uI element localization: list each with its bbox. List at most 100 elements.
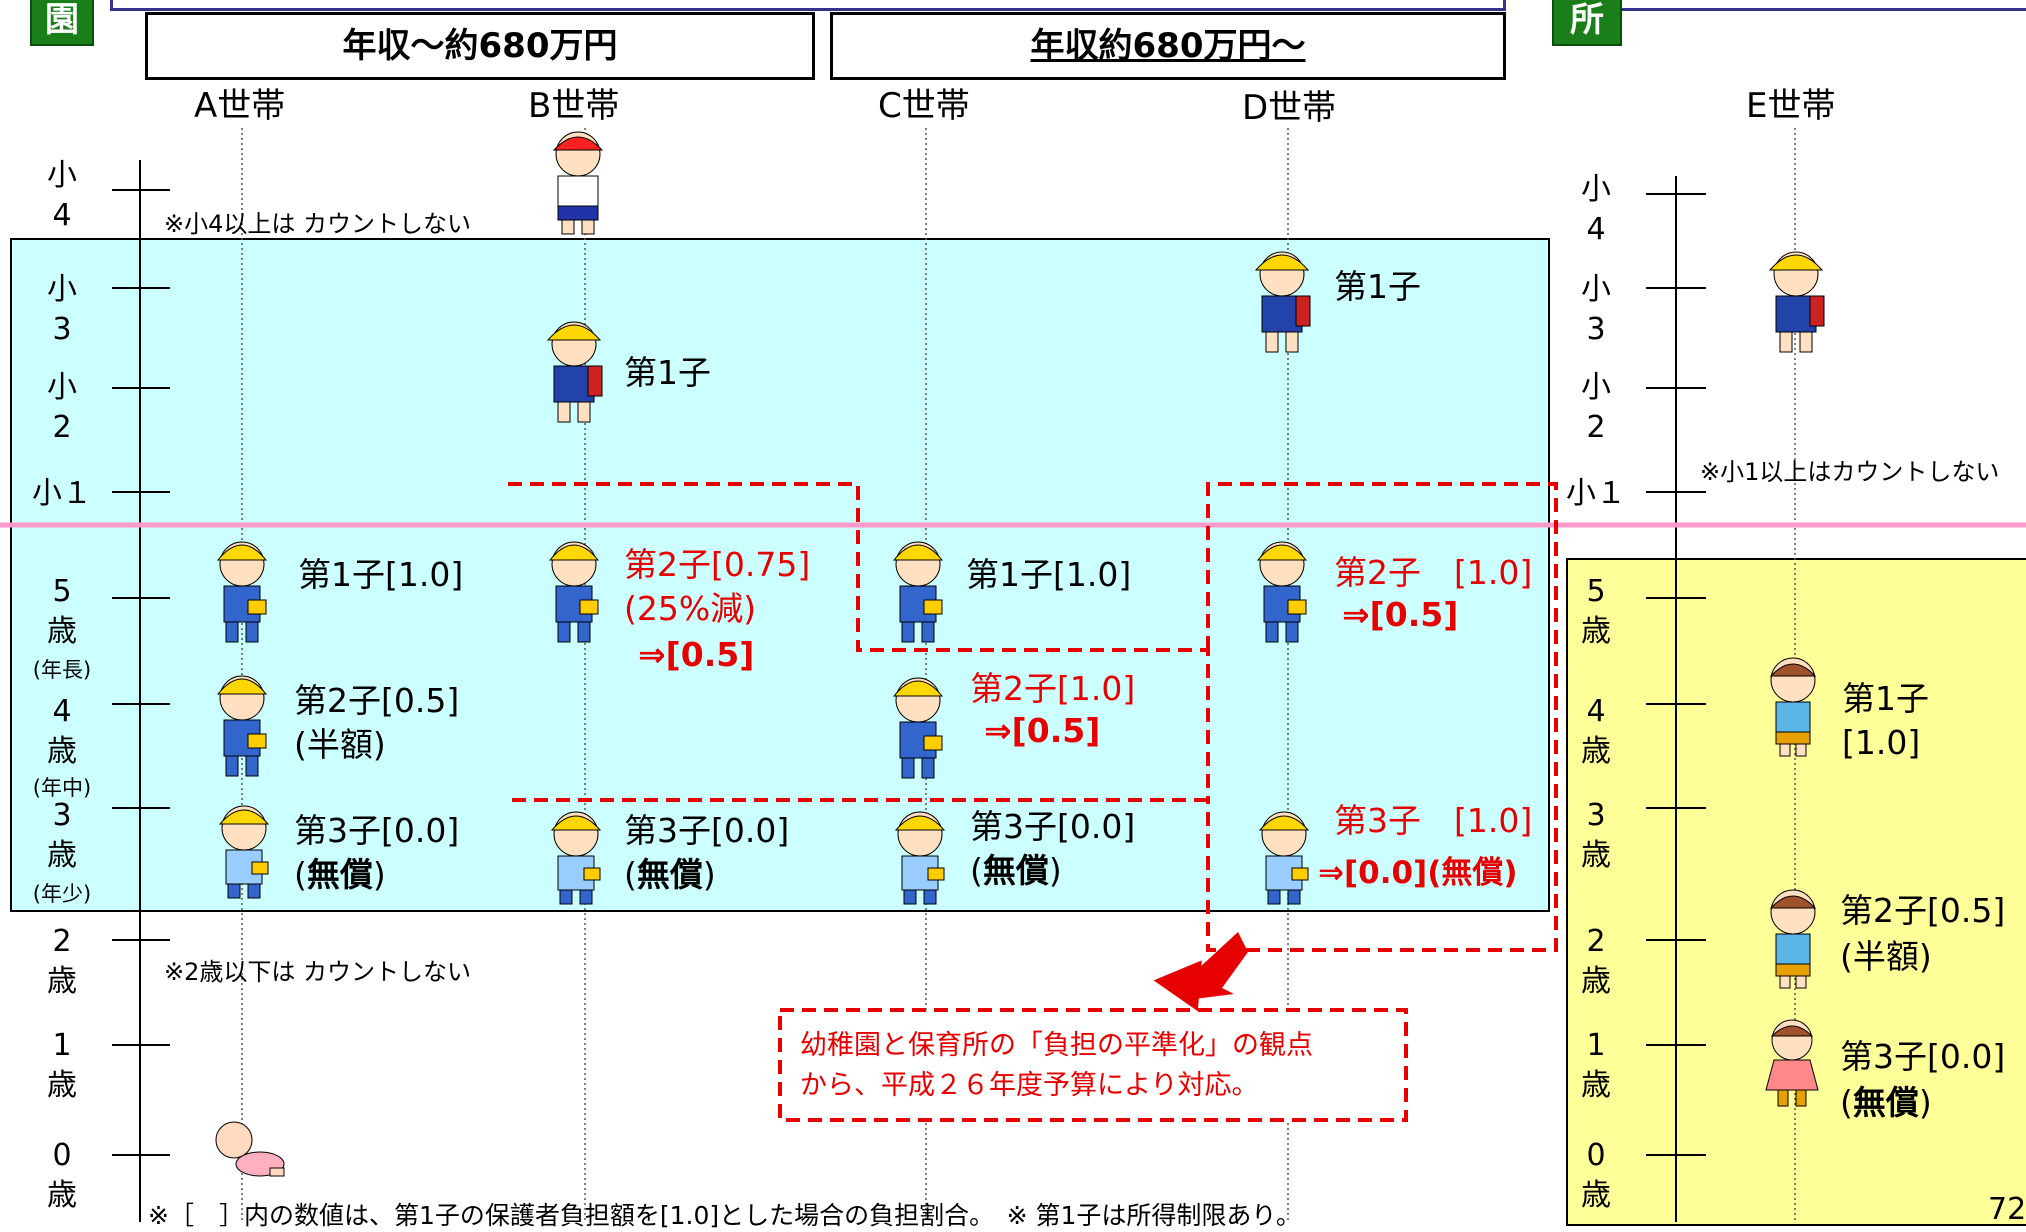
left-age4-line2: 歳 [47, 734, 77, 769]
right-sho4-line1: 小 [1581, 172, 1611, 207]
label-a2-line1: 第2子[0.5] [294, 681, 460, 720]
label-b2-line1: 第2子[0.75] [624, 545, 811, 584]
right-age1-line2: 歳 [1581, 1068, 1611, 1103]
kindergarten-header-frame [110, 0, 1506, 11]
label-a3-paren-close: ) [372, 855, 386, 894]
label-b3-line2: (無償) [624, 854, 716, 896]
kindergartner-icon-c3 [894, 811, 946, 905]
label-c3-paren-close: ) [1048, 851, 1062, 890]
left-age0-line2: 歳 [47, 1178, 77, 1213]
schoolchild-red-cap-icon [552, 131, 604, 235]
kindergarten-badge: 園 [30, 0, 94, 46]
right-age1-line1: 1 [1586, 1028, 1606, 1063]
red-dashed-region-left [508, 482, 1210, 802]
red-arrow [1186, 932, 1248, 1000]
left-age4-line1: 4 [52, 694, 72, 729]
right-age2-line2: 歳 [1581, 964, 1611, 999]
label-e1-line2: [1.0] [1842, 723, 1921, 762]
note-upper-limit: ※小4以上は カウントしない [164, 210, 472, 238]
label-b2-line3: ⇒[0.5] [638, 635, 755, 674]
label-c3-line1: 第3子[0.0] [970, 807, 1136, 846]
baby-icon [215, 1121, 285, 1177]
right-sho2-line2: 2 [1586, 410, 1606, 445]
left-age2-line2: 歳 [47, 964, 77, 999]
right-age5-line1: 5 [1586, 574, 1606, 609]
right-age4-line1: 4 [1586, 694, 1606, 729]
label-b3-line1: 第3子[0.0] [624, 811, 790, 850]
right-age2-line1: 2 [1586, 924, 1606, 959]
callout-box [778, 1008, 1408, 1122]
left-age1-line1: 1 [52, 1028, 72, 1063]
right-age3-line1: 3 [1586, 798, 1606, 833]
kindergartner-icon-c1 [892, 541, 944, 643]
left-age0-line1: 0 [52, 1138, 72, 1173]
household-e: E世帯 [1746, 86, 1836, 126]
left-sho3-line1: 小 [47, 272, 77, 307]
right-ticks [1646, 193, 1706, 1156]
kindergartner-icon-a1 [216, 541, 268, 643]
kindergartner-icon-c2 [892, 677, 944, 779]
note-lower-limit: ※2歳以下は カウントしない [164, 958, 472, 986]
label-c3-paren-open: ( [970, 851, 983, 890]
kindergartner-icon-a2 [216, 675, 268, 777]
kindergartner-icon-d2 [1256, 541, 1308, 643]
left-age5-line2: 歳 [47, 614, 77, 649]
label-c1: 第1子[1.0] [966, 555, 1132, 594]
label-e1-line1: 第1子 [1842, 679, 1929, 718]
left-ticks [112, 189, 170, 1156]
right-sho3-line1: 小 [1581, 272, 1611, 307]
label-b2-line2: (25%減) [624, 589, 757, 628]
red-dashed-region-right [1206, 482, 1558, 952]
left-sho2-line2: 2 [52, 410, 72, 445]
page-number: 72 [1988, 1192, 2026, 1227]
label-c3-line2: (無償) [970, 850, 1062, 892]
kindergartner-icon-b2 [548, 541, 600, 643]
label-a3-line1: 第3子[0.0] [294, 811, 460, 850]
nursery-child-icon-e3 [1765, 1019, 1819, 1107]
right-sho2-line1: 小 [1581, 370, 1611, 405]
right-age0-line1: 0 [1586, 1138, 1606, 1173]
label-e3-line1: 第3子[0.0] [1840, 1037, 2006, 1076]
label-c2-line2: ⇒[0.5] [984, 711, 1101, 750]
label-a3-free: 無償 [306, 855, 373, 894]
label-e2-line2: (半額) [1840, 937, 1932, 976]
household-d: D世帯 [1242, 88, 1337, 128]
household-c: C世帯 [878, 86, 970, 126]
right-sho4-line2: 4 [1586, 212, 1606, 247]
schoolchild-icon-b [546, 321, 603, 423]
income-low-header: 年収～約680万円 [145, 12, 815, 80]
label-e3-free: 無償 [1852, 1083, 1919, 1122]
income-high-header: 年収約680万円～ [830, 12, 1506, 80]
label-e3-paren-open: ( [1840, 1083, 1853, 1122]
income-high-header-text: 年収約680万円～ [1030, 26, 1306, 66]
nursery-badge: 所 [1552, 0, 1622, 46]
callout-line2: から、平成２６年度予算により対応。 [800, 1070, 1259, 1101]
label-a3-paren-open: ( [294, 855, 307, 894]
label-e3-paren-close: ) [1918, 1083, 1932, 1122]
household-a: A世帯 [194, 86, 286, 126]
left-age2-line1: 2 [52, 924, 72, 959]
right-age5-line2: 歳 [1581, 614, 1611, 649]
schoolchild-icon-e [1768, 251, 1825, 353]
schoolchild-icon-d [1254, 251, 1311, 353]
nursery-child-icon-e2 [1769, 889, 1817, 989]
left-age5-sub: (年長) [32, 658, 92, 682]
label-b3-free: 無償 [636, 855, 703, 894]
right-sho3-line2: 3 [1586, 312, 1606, 347]
label-b-first: 第1子 [624, 353, 711, 392]
